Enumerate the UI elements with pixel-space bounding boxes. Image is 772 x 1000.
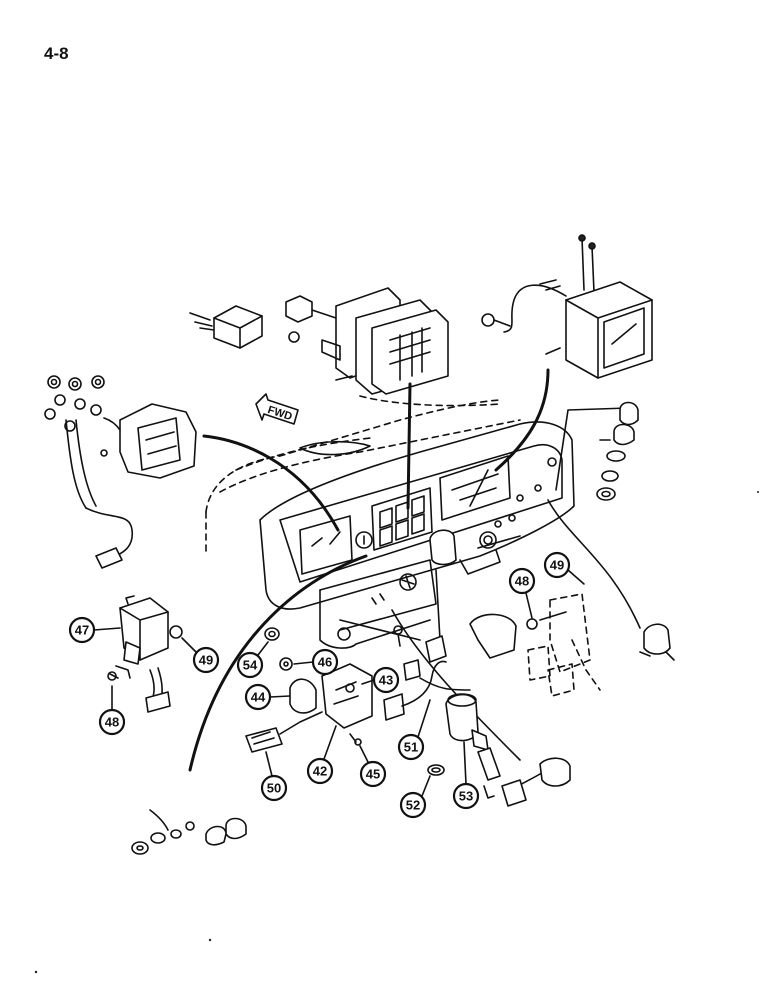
svg-text:48: 48: [515, 574, 529, 589]
callout-43: 43: [361, 666, 400, 694]
callout-42: 42: [306, 725, 337, 785]
callout-46: 46: [293, 648, 339, 676]
switch-body-assembly: [245, 625, 471, 753]
flasher-relay-part: [107, 595, 183, 713]
warning-light-module: [285, 287, 449, 395]
callout-50: 50: [260, 751, 288, 802]
rotary-switch-part: [639, 623, 675, 661]
callout-45: 45: [359, 745, 387, 788]
svg-text:49: 49: [550, 558, 564, 573]
svg-text:51: 51: [404, 740, 418, 755]
indicator-bulb-set: [596, 401, 639, 501]
callout-51: 51: [397, 699, 431, 761]
svg-text:48: 48: [105, 715, 119, 730]
svg-text:49: 49: [199, 653, 213, 668]
svg-text:47: 47: [75, 623, 89, 638]
dash-cowl-outline: [205, 395, 521, 557]
svg-text:46: 46: [318, 655, 332, 670]
svg-text:44: 44: [251, 690, 266, 705]
callout-48: 48: [508, 567, 536, 619]
callout-48: 48: [98, 685, 126, 736]
lower-right-switch-plug: [501, 757, 571, 807]
gauge-with-sender-tube: [481, 234, 653, 379]
callouts: 47 48 49 54 46 43 44: [68, 551, 585, 819]
svg-text:52: 52: [406, 798, 420, 813]
relay-connector-part: [189, 305, 263, 349]
fwd-arrow: FWD: [255, 393, 299, 425]
callout-52: 52: [399, 775, 431, 819]
svg-text:42: 42: [313, 764, 327, 779]
callout-49: 49: [543, 551, 585, 585]
svg-text:45: 45: [366, 767, 380, 782]
callout-47: 47: [68, 616, 121, 644]
callout-53: 53: [452, 741, 480, 810]
callout-44: 44: [244, 683, 291, 711]
svg-text:54: 54: [243, 658, 258, 673]
lower-left-bulb-set: [131, 809, 247, 855]
lead-lines: [188, 368, 641, 772]
svg-text:53: 53: [459, 789, 473, 804]
page-number: 4-8: [44, 44, 69, 63]
callout-54: 54: [236, 641, 269, 679]
ignition-key-switch: [427, 693, 501, 799]
left-gauge-with-wires: [44, 375, 197, 569]
instrument-panel: [259, 421, 575, 649]
switch-cover-assembly: [469, 593, 601, 697]
callout-49: 49: [181, 637, 220, 674]
svg-text:43: 43: [379, 673, 393, 688]
svg-text:50: 50: [267, 781, 281, 796]
